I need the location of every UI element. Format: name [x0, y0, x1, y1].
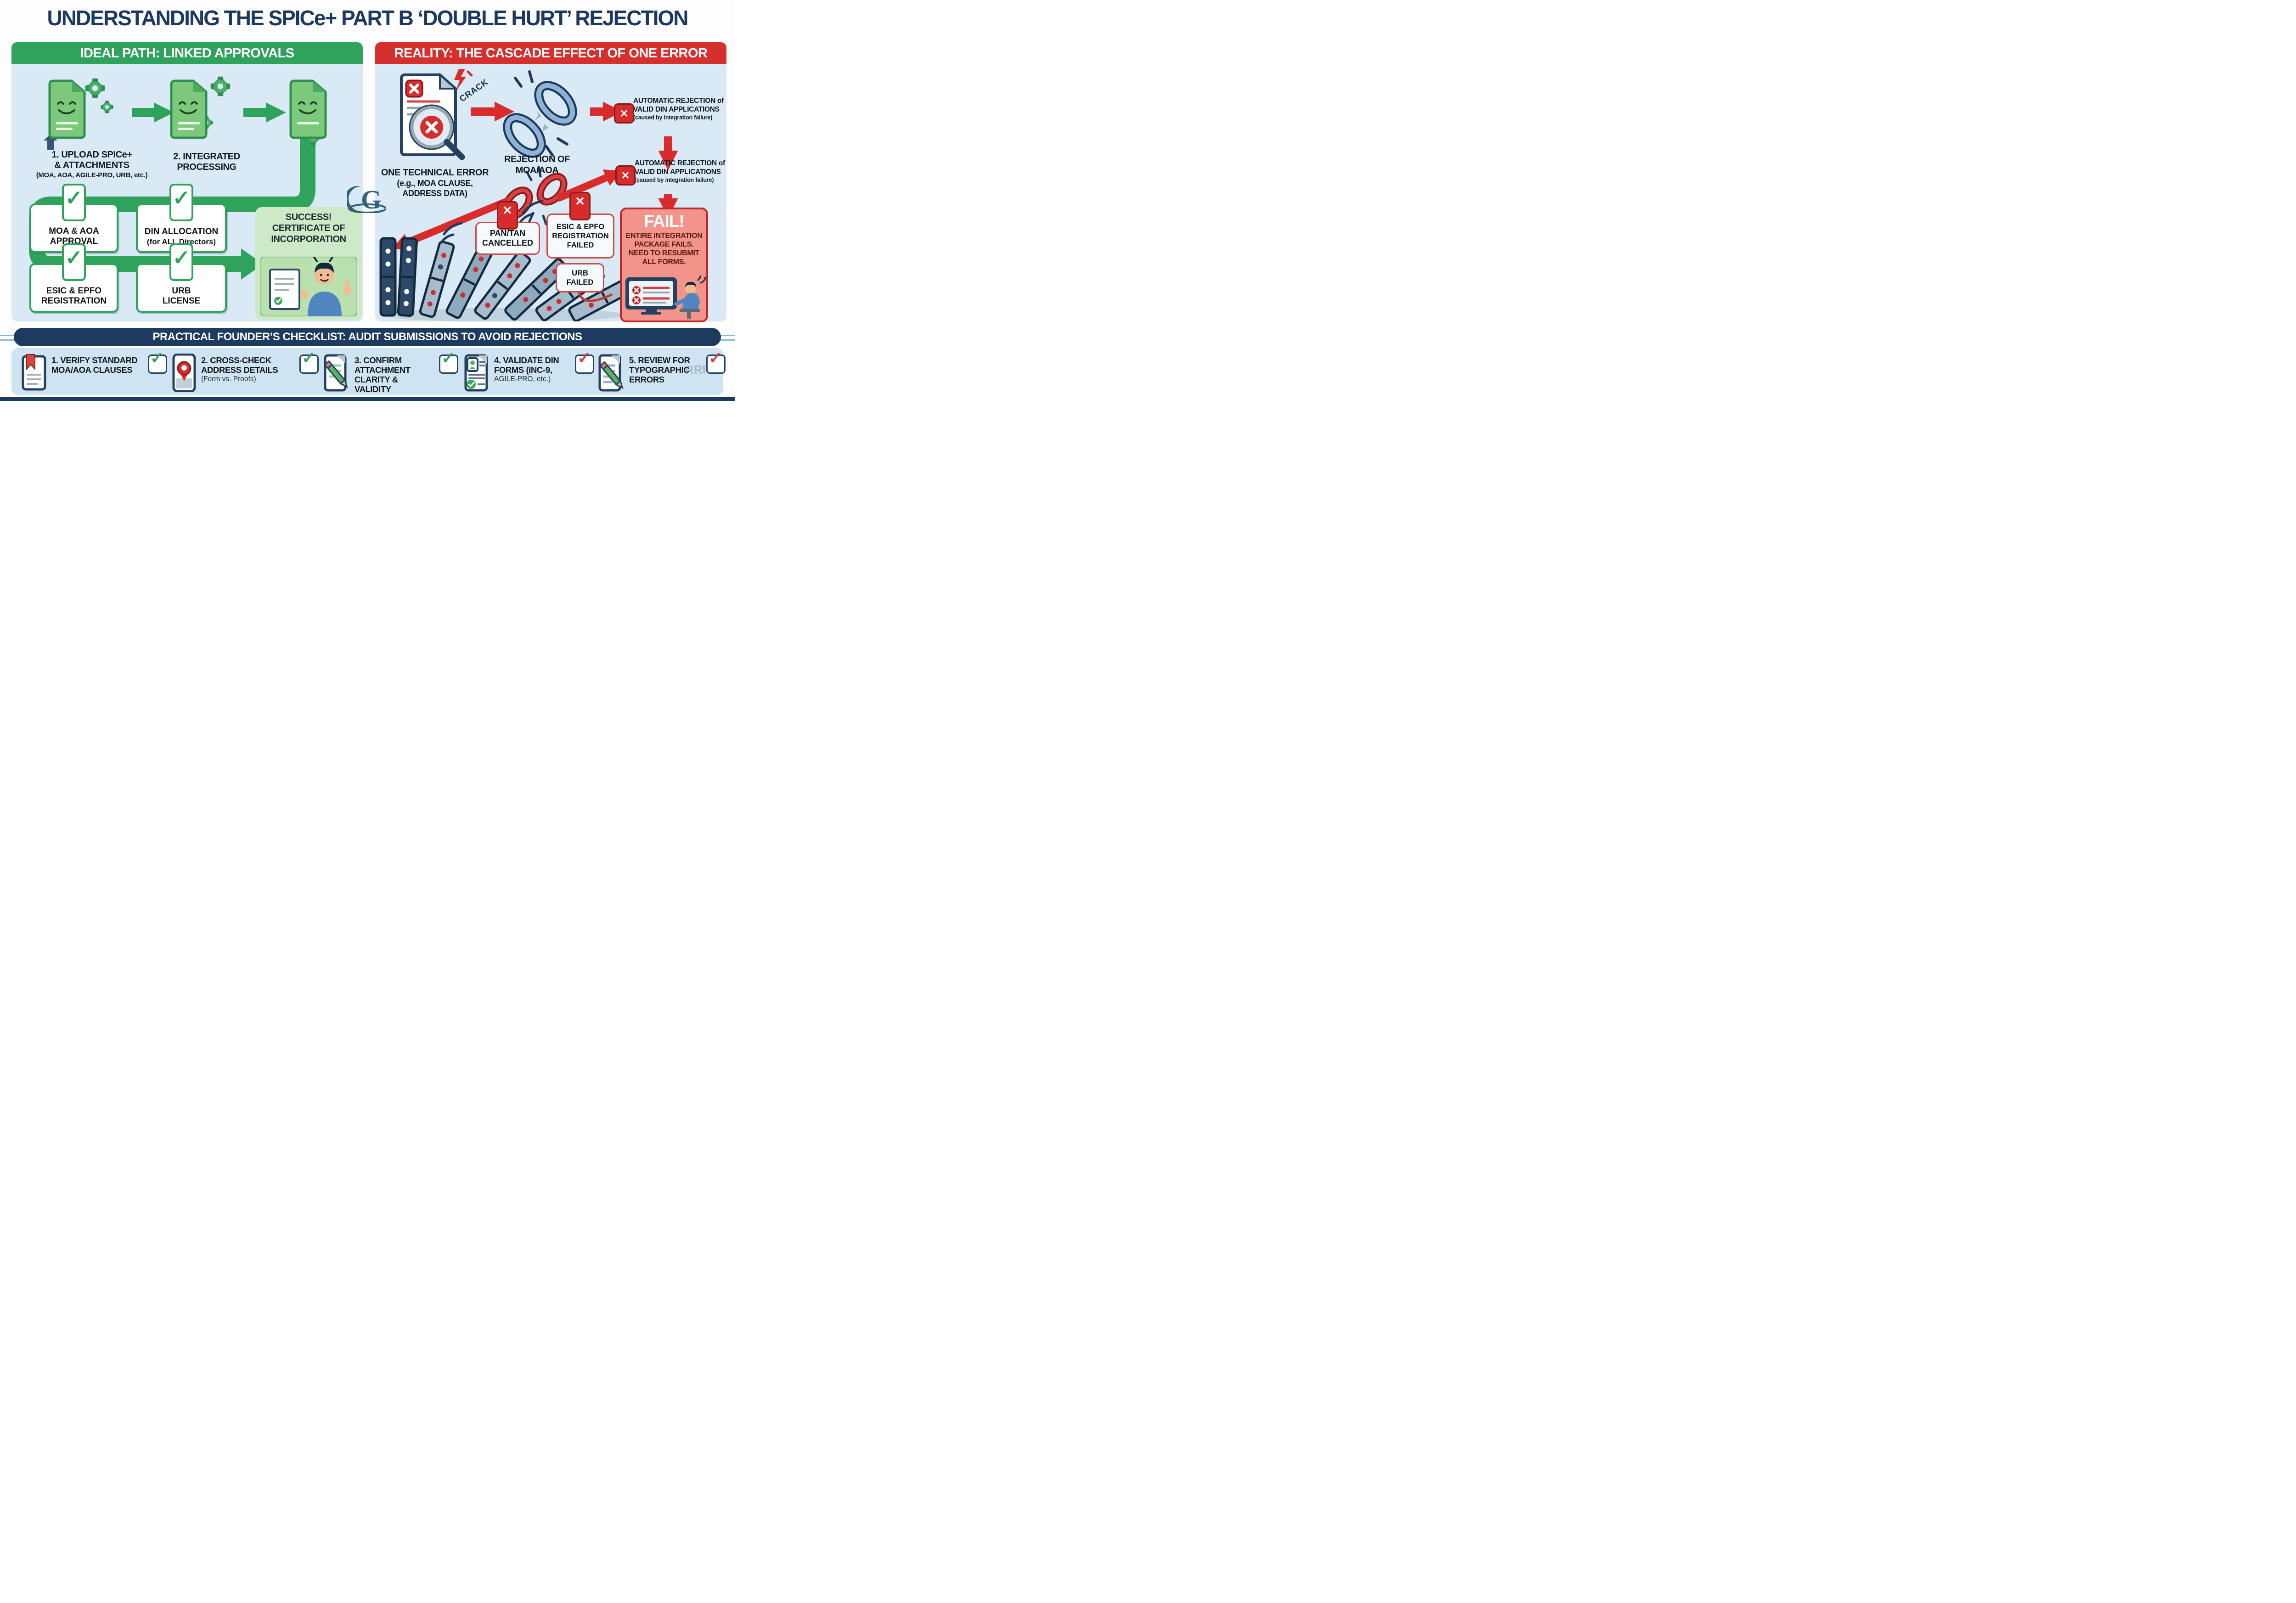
checklist-item-3: 3. CONFIRM ATTACHMENT CLARITY & VALIDITY… [322, 349, 458, 394]
technical-error-label: ONE TECHNICAL ERROR (e.g., MOA CLAUSE, A… [381, 168, 489, 198]
rejected-screen-person-illustration [625, 276, 706, 319]
red-x-badge-icon: ✕ [615, 165, 636, 186]
error-document-magnifier-icon [400, 73, 465, 160]
step-2-label: 2. INTEGRATED PROCESSING [173, 152, 240, 172]
checklist-item-text: 4. VALIDATE DIN FORMS (INC-9, AGILE-PRO,… [494, 355, 559, 383]
arrow-chain-to-dominoes [392, 197, 510, 251]
auto-rejection-label-2: AUTOMATIC REJECTION of VALID DIN APPLICA… [635, 159, 725, 183]
cascade-effect-panel: REALITY: THE CASCADE EFFECT OF ONE ERROR [375, 42, 726, 322]
ideal-path-panel: IDEAL PATH: LINKED APPROVALS [11, 42, 363, 321]
infographic-canvas: UNDERSTANDING THE SPICe+ PART B ‘DOUBLE … [0, 0, 735, 401]
checklist-item-text: 3. CONFIRM ATTACHMENT CLARITY & VALIDITY [355, 355, 411, 394]
red-x-badge-icon: ✕ [614, 103, 634, 124]
processing-document-icon [167, 77, 210, 141]
checklist-item-1: 1. VERIFY STANDARD MOA/AOA CLAUSES ✓ [19, 349, 167, 394]
fail-box: FAIL! ENTIRE INTEGRATION PACKAGE FAILS. … [620, 208, 708, 322]
spice-document-icon [45, 77, 89, 141]
watermark-garble-text: RRI [685, 362, 706, 377]
cg-watermark-logo: G [347, 185, 386, 213]
rejection-moa-aoa-label: REJECTION OF MOA/AOA [504, 154, 570, 175]
phone-location-icon [172, 354, 196, 392]
red-x-tab-icon: ✕ [569, 192, 591, 220]
arrow-chain-to-rejection-2 [556, 169, 623, 202]
happy-founder-illustration [260, 257, 357, 316]
green-check-tab-icon: ✓ [169, 184, 193, 221]
checkbox-checked-icon: ✓ [706, 349, 726, 374]
success-certificate-box: SUCCESS! CERTIFICATE OF INCORPORATION [255, 207, 362, 320]
checklist-header-bar: PRACTICAL FOUNDER’S CHECKLIST: AUDIT SUB… [14, 328, 721, 346]
checklist-item-2: 2. CROSS-CHECK ADDRESS DETAILS (Form vs.… [171, 349, 319, 394]
lightning-crack-icon [454, 69, 473, 91]
broken-chain-icon [503, 70, 577, 158]
checkbox-checked-icon: ✓ [575, 349, 594, 374]
ideal-path-header: IDEAL PATH: LINKED APPROVALS [11, 42, 363, 64]
clipboard-bookmark-icon [22, 354, 46, 391]
checkbox-checked-icon: ✓ [148, 349, 167, 374]
cascade-effect-header: REALITY: THE CASCADE EFFECT OF ONE ERROR [375, 42, 726, 64]
urb-failed-connector [577, 289, 613, 302]
checklist-item-4: 4. VALIDATE DIN FORMS (INC-9, AGILE-PRO,… [462, 349, 594, 394]
checklist-item-text: 1. VERIFY STANDARD MOA/AOA CLAUSES [51, 355, 138, 375]
din-form-icon [464, 354, 488, 392]
document-pencil-icon [598, 354, 624, 392]
flow-arrowhead [241, 248, 263, 280]
auto-rejection-label-1: AUTOMATIC REJECTION of VALID DIN APPLICA… [633, 97, 724, 121]
cascade-illustrations [379, 70, 678, 321]
red-x-tab-icon: ✕ [497, 201, 518, 230]
checklist-item-5: 5. REVIEW FOR TYPOGRAPHIC ERRORS ✓ [597, 349, 726, 394]
urb-failed-box: URB FAILED [556, 263, 604, 292]
checklist-item-text: 5. REVIEW FOR TYPOGRAPHIC ERRORS [629, 355, 690, 384]
document-pencil-icon [324, 354, 348, 392]
svg-text:G: G [361, 185, 382, 213]
approved-document-icon [286, 77, 330, 141]
bottom-navy-strip [0, 397, 735, 401]
green-check-tab-icon: ✓ [62, 184, 86, 221]
green-check-tab-icon: ✓ [169, 243, 193, 281]
checklist-item-text: 2. CROSS-CHECK ADDRESS DETAILS (Form vs.… [201, 355, 278, 383]
checkbox-checked-icon: ✓ [299, 349, 319, 374]
green-check-tab-icon: ✓ [62, 243, 86, 281]
step-1-label: 1. UPLOAD SPICe+ & ATTACHMENTS (MOA, AOA… [36, 150, 148, 179]
checkbox-checked-icon: ✓ [439, 349, 458, 374]
page-title: UNDERSTANDING THE SPICe+ PART B ‘DOUBLE … [47, 6, 689, 30]
